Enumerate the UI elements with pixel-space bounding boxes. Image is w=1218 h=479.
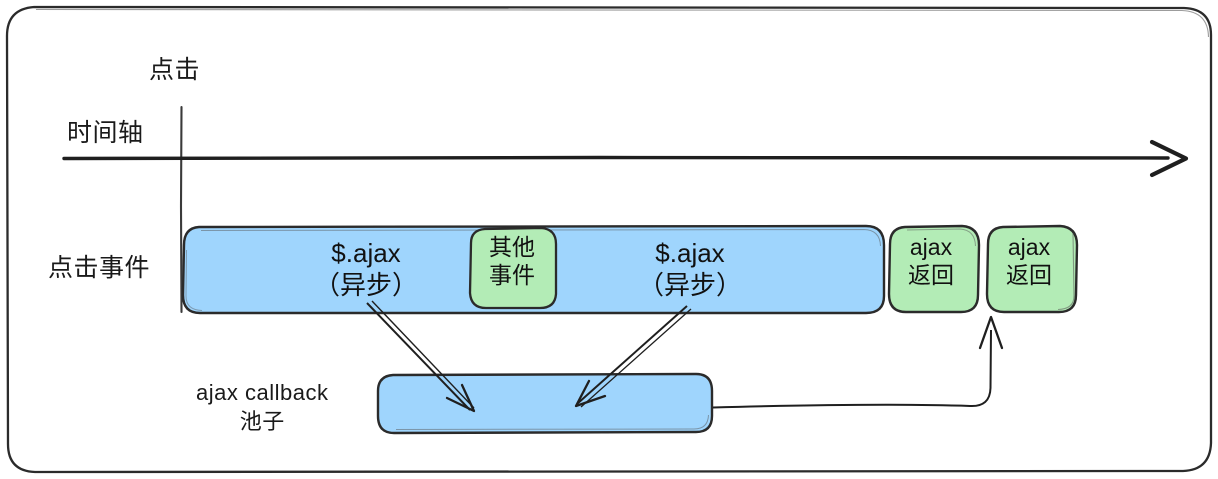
click-label: 点击 — [149, 56, 201, 84]
callback-pool-label: ajax callback 池子 — [196, 378, 328, 436]
event-block-return-1[interactable] — [887, 224, 981, 314]
callback-pool-label-line2: 池子 — [239, 409, 285, 435]
event-block-other[interactable] — [468, 226, 558, 310]
timeline-axis — [62, 139, 1189, 178]
callback-pool-label-line1: ajax callback — [196, 380, 329, 405]
connector-ajax2-to-pool — [574, 305, 692, 408]
event-block-return-2[interactable] — [985, 224, 1079, 314]
connector-ajax1-to-pool — [366, 300, 476, 413]
callback-pool-bar[interactable] — [376, 372, 714, 435]
click-marker-line — [179, 105, 183, 314]
click-event-label: 点击事件 — [48, 254, 151, 282]
timeline-label: 时间轴 — [67, 119, 144, 147]
connector-pool-to-return2 — [712, 315, 1004, 409]
outer-frame — [5, 5, 1213, 474]
